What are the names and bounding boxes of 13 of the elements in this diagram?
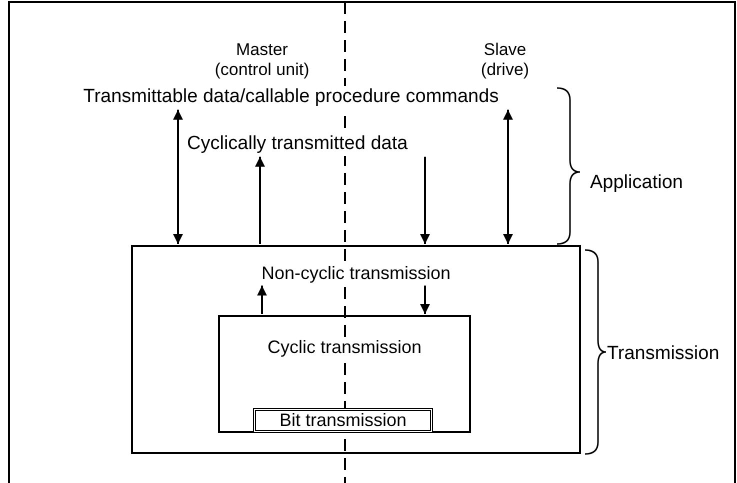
arrow [173, 110, 183, 244]
layer-box [131, 245, 581, 454]
data-label: Cyclically transmitted data [187, 133, 407, 156]
layer-label: Application [590, 172, 683, 195]
arrow [503, 110, 513, 244]
arrow [255, 156, 265, 244]
arrow [420, 286, 430, 314]
layer-box [218, 315, 471, 433]
arrow [257, 286, 267, 314]
arrow [420, 156, 430, 244]
layer-title: Non-cyclic transmission [261, 263, 451, 285]
layer-box: Bit transmission [253, 408, 433, 433]
layer-title: Cyclic transmission [267, 337, 422, 359]
